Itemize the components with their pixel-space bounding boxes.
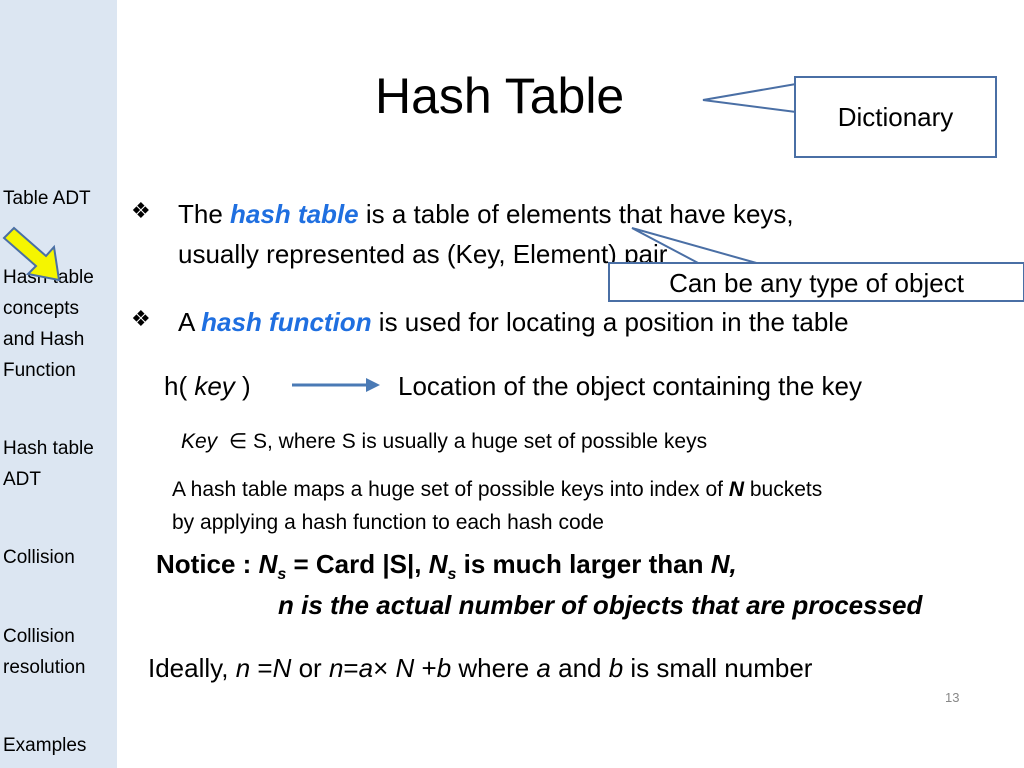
sidebar-item-examples[interactable]: Examples: [3, 730, 86, 761]
maps-line-2: by applying a hash function to each hash…: [172, 511, 604, 534]
text: N: [258, 549, 278, 579]
element-of-symbol: ∈: [228, 430, 248, 453]
sidebar-item-hash-table-adt[interactable]: Hash table ADT: [3, 433, 94, 495]
text: N: [272, 653, 292, 683]
sidebar-item-label: Table ADT: [3, 188, 91, 209]
sidebar-item-label: Examples: [3, 735, 87, 756]
text: buckets: [744, 478, 823, 501]
sidebar-item-table-adt[interactable]: Table ADT: [3, 183, 91, 214]
sidebar-item-label: ADT: [3, 469, 41, 490]
text: ×: [373, 653, 396, 683]
text: b: [436, 653, 452, 683]
any-type-callout-text: Can be any type of object: [669, 268, 964, 298]
current-section-arrow-icon: [2, 226, 61, 282]
sidebar: Table ADT Hash table concepts and Hash F…: [0, 0, 117, 768]
page-number: 13: [945, 690, 960, 705]
maps-line-1: A hash table maps a huge set of possible…: [172, 478, 822, 502]
key-membership-line: Key ∈ S, where S is usually a huge set o…: [181, 429, 707, 454]
dictionary-callout-pointer: [702, 83, 797, 113]
text: = Card |S|,: [286, 549, 429, 579]
sidebar-item-label: Collision: [3, 626, 75, 647]
text: is a table of elements that have keys,: [358, 199, 794, 229]
text: or: [291, 653, 329, 683]
bullet-1-icon: ❖: [131, 198, 151, 223]
sidebar-item-label: and Hash: [3, 329, 85, 350]
text: =: [250, 653, 273, 683]
sidebar-item-label: Function: [3, 360, 76, 381]
any-type-callout-pointer: [631, 227, 761, 265]
text: and: [550, 653, 609, 683]
text: =: [343, 653, 359, 683]
any-type-callout: Can be any type of object: [608, 262, 1024, 302]
text: where: [451, 653, 537, 683]
notice-line-1: Notice : Ns = Card |S|, Ns is much large…: [156, 549, 737, 584]
text: h(: [164, 371, 195, 401]
text: The: [178, 199, 231, 229]
notice-line-2: n is the actual number of objects that a…: [278, 590, 923, 620]
bullet-2-line: A hash function is used for locating a p…: [178, 302, 849, 342]
text: S, where S is usually a huge set of poss…: [247, 430, 708, 453]
sidebar-item-hash-table-concepts[interactable]: Hash table concepts and Hash Function: [3, 262, 94, 386]
sidebar-item-label: Collision: [3, 547, 75, 568]
text: n: [328, 653, 344, 683]
notice-label: Notice :: [156, 549, 259, 579]
hash-table-term: hash table: [230, 199, 359, 229]
text: a: [358, 653, 374, 683]
bullet-1-line-2: usually represented as (Key, Element) pa…: [178, 239, 668, 269]
location-text: Location of the object containing the ke…: [398, 371, 862, 401]
bullet-1-line-1: The hash table is a table of elements th…: [178, 194, 794, 234]
dictionary-callout-text: Dictionary: [837, 102, 954, 132]
slide-title: Hash Table: [375, 68, 625, 124]
mapping-arrow-head-icon: [366, 378, 380, 392]
sidebar-item-label: resolution: [3, 657, 86, 678]
text: is small number: [623, 653, 813, 683]
text: b: [608, 653, 624, 683]
text: is used for locating a position in the t…: [371, 307, 849, 337]
text: is much larger than: [456, 549, 711, 579]
text: +: [414, 653, 437, 683]
n-term: N: [728, 478, 745, 501]
text: n: [235, 653, 251, 683]
sidebar-item-label: Hash table: [3, 438, 94, 459]
key-term: Key: [181, 430, 218, 453]
text: N: [428, 549, 448, 579]
text: s: [277, 566, 287, 584]
sidebar-item-label: concepts: [3, 298, 80, 319]
ideally-line: Ideally, n =N or n=a× N +b where a and b…: [148, 648, 812, 688]
text: A hash table maps a huge set of possible…: [172, 478, 729, 501]
text: a: [536, 653, 551, 683]
text: Ideally,: [148, 653, 236, 683]
key-term: key: [194, 371, 235, 401]
text: N,: [710, 549, 737, 579]
text: A: [178, 307, 202, 337]
dictionary-callout: Dictionary: [794, 76, 997, 158]
hash-key-expression: h( key ): [164, 366, 251, 406]
sidebar-item-collision[interactable]: Collision: [3, 542, 75, 573]
text: s: [447, 566, 457, 584]
text: ): [234, 371, 251, 401]
hash-function-term: hash function: [201, 307, 372, 337]
text: N: [395, 653, 415, 683]
sidebar-item-collision-resolution[interactable]: Collision resolution: [3, 621, 85, 683]
bullet-2-icon: ❖: [131, 306, 151, 331]
